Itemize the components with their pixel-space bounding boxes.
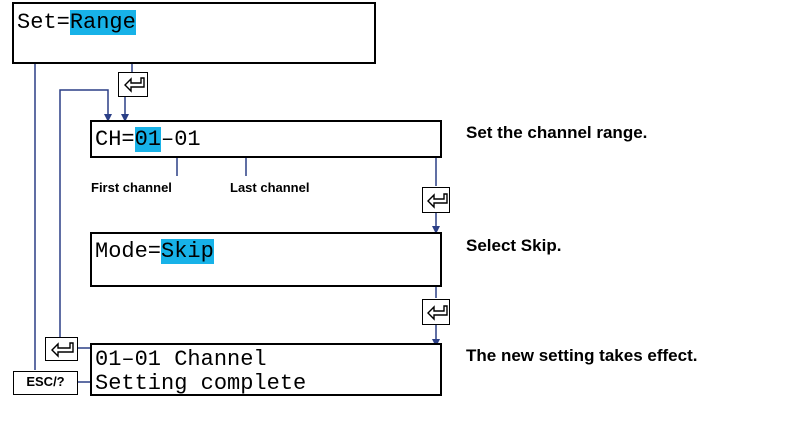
arrow-loop-to-channel	[59, 89, 112, 338]
caption-select-skip: Select Skip.	[466, 236, 562, 255]
enter-key-icon[interactable]	[422, 187, 450, 213]
flow-arrows	[31, 54, 440, 383]
enter-arrow-icon	[124, 77, 145, 93]
enter-arrow-icon	[427, 305, 448, 321]
enter-key-icon[interactable]	[118, 72, 148, 97]
range-skip-setting-diagram: Set=Range CH=01–01 Mode=Skip 01–01 Chann…	[12, 2, 698, 396]
channel-prefix: CH=	[95, 127, 135, 152]
enter-arrow-icon	[427, 193, 448, 209]
set-prefix: Set=	[17, 10, 70, 35]
last-channel-value: 01	[174, 127, 201, 152]
set-value-highlight: Range	[69, 10, 136, 35]
esc-key[interactable]: ESC/?	[13, 371, 78, 395]
mode-skip-screen: Mode=Skip	[90, 232, 442, 287]
caption-takes-effect: The new setting takes effect.	[466, 346, 698, 365]
set-range-screen: Set=Range	[12, 2, 376, 64]
enter-key-icon[interactable]	[45, 337, 78, 361]
caption-channel-range: Set the channel range.	[466, 123, 648, 142]
complete-line-1: 01–01 Channel	[95, 347, 267, 372]
enter-arrow-icon	[51, 342, 74, 358]
setting-complete-screen: 01–01 Channel Setting complete	[90, 343, 442, 396]
channel-separator: –	[161, 127, 175, 152]
first-channel-value: 01	[134, 127, 162, 152]
last-channel-label: Last channel	[230, 180, 310, 195]
channel-range-screen: CH=01–01	[90, 120, 442, 158]
mode-prefix: Mode=	[95, 239, 162, 264]
complete-line-2: Setting complete	[95, 371, 307, 396]
enter-key-icon[interactable]	[422, 299, 450, 325]
mode-value-highlight: Skip	[161, 239, 214, 264]
first-channel-label: First channel	[91, 180, 172, 195]
